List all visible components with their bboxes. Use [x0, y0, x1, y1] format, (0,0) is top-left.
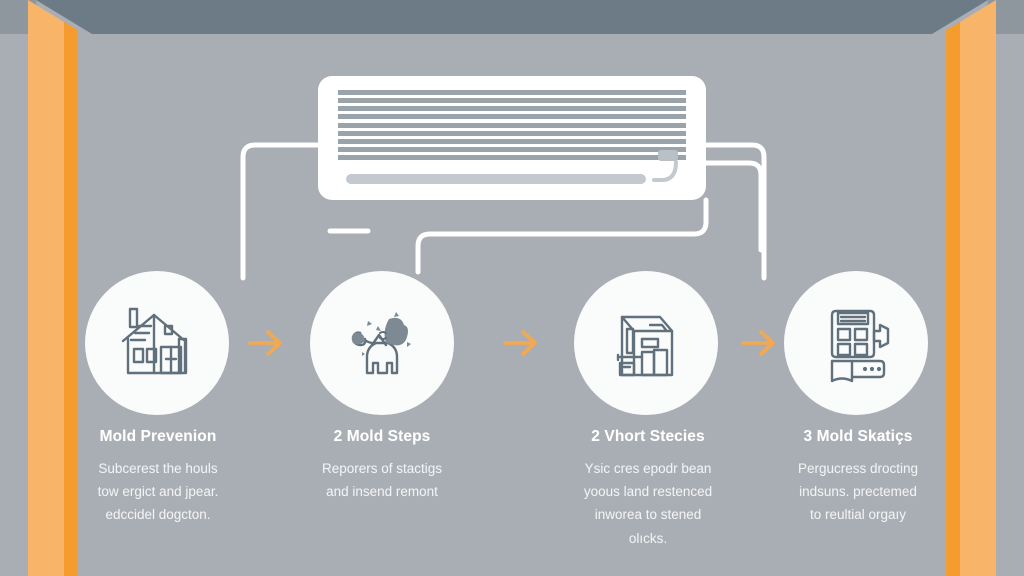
- ac-louver-grille: [338, 90, 687, 160]
- step-circle-2[interactable]: [310, 271, 454, 415]
- ac-front-panel-bar: [346, 174, 646, 184]
- step-text-3: 2 Vhort Stecies Ysic cres epodr bean yoo…: [548, 428, 748, 550]
- left-orange-pillar: [28, 0, 78, 576]
- arrow-step-3-to-4: [741, 330, 775, 356]
- ac-power-cord: [652, 160, 678, 182]
- step-title-3: 2 Vhort Stecies: [591, 428, 705, 445]
- right-pillar-edge: [946, 22, 960, 576]
- step-body-3: Ysic cres epodr bean yoous land restence…: [583, 461, 713, 546]
- step-title-2: 2 Mold Steps: [333, 428, 431, 445]
- step-body-1: Subcerest the houls tow ergict and jpear…: [97, 461, 219, 523]
- house-icon: [121, 307, 188, 375]
- step-text-1: Mold Prevenion Subcerest the houls tow e…: [48, 428, 268, 527]
- ceiling-band: [36, 0, 988, 34]
- arrow-step-1-to-2: [248, 330, 282, 356]
- step-body-2: Reporers of stactigs and insend remont: [321, 461, 443, 500]
- left-pillar-face: [28, 0, 64, 576]
- step-circle-1[interactable]: [85, 271, 229, 415]
- step-title-4: 3 Mold Skatiçs: [803, 428, 913, 445]
- step-text-2: 2 Mold Steps Reporers of stactigs and in…: [282, 428, 482, 503]
- arrow-step-2-to-3: [503, 330, 537, 356]
- building-appliance-icon: [616, 315, 674, 377]
- step-body-4: Pergucress drocting indsuns. prectemed t…: [797, 461, 919, 523]
- right-orange-pillar: [946, 0, 996, 576]
- control-panel-icon: [830, 309, 890, 383]
- left-pillar-edge: [64, 22, 78, 576]
- step-text-4: 3 Mold Skatiçs Pergucress drocting indsu…: [758, 428, 958, 527]
- air-conditioner-unit: [318, 76, 706, 200]
- person-figure-icon: [351, 312, 411, 375]
- right-pillar-face: [960, 0, 996, 576]
- step-circle-3[interactable]: [574, 271, 718, 415]
- step-circle-4[interactable]: [784, 271, 928, 415]
- ac-power-plug-icon: [658, 150, 678, 161]
- step-title-1: Mold Prevenion: [99, 428, 217, 445]
